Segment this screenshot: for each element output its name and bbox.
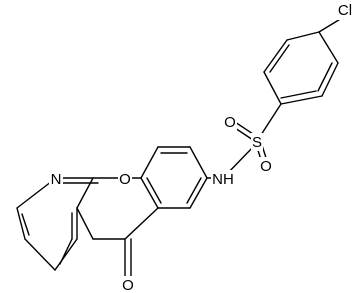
atom-o-carbonyl: O [121, 276, 135, 293]
atom-label-n-ring: N [51, 171, 62, 188]
atom-n-ring: N [49, 170, 63, 188]
chlorophenyl-ring-bonds [263, 17, 343, 105]
atom-o-sulfonyl-bottom: O [259, 157, 273, 175]
benzo-ring-bonds [140, 146, 208, 209]
atom-label-o-sulfonyl-bottom: O [260, 158, 272, 175]
atom-label-o-ring: O [119, 171, 131, 188]
atom-label-nh: NH [212, 171, 234, 188]
atom-o-ring: O [118, 170, 132, 188]
atom-cl: Cl [336, 0, 354, 20]
atom-label-cl: Cl [338, 2, 352, 19]
atom-nh: NH [211, 170, 235, 188]
atom-label-o-carbonyl: O [122, 277, 134, 293]
pyranone-ring-bonds [76, 177, 159, 283]
atom-o-sulfonyl-top: O [223, 113, 237, 131]
atom-label-s: S [252, 134, 262, 151]
atom-label-o-sulfonyl-top: O [224, 114, 236, 131]
atom-s: S [251, 133, 263, 151]
